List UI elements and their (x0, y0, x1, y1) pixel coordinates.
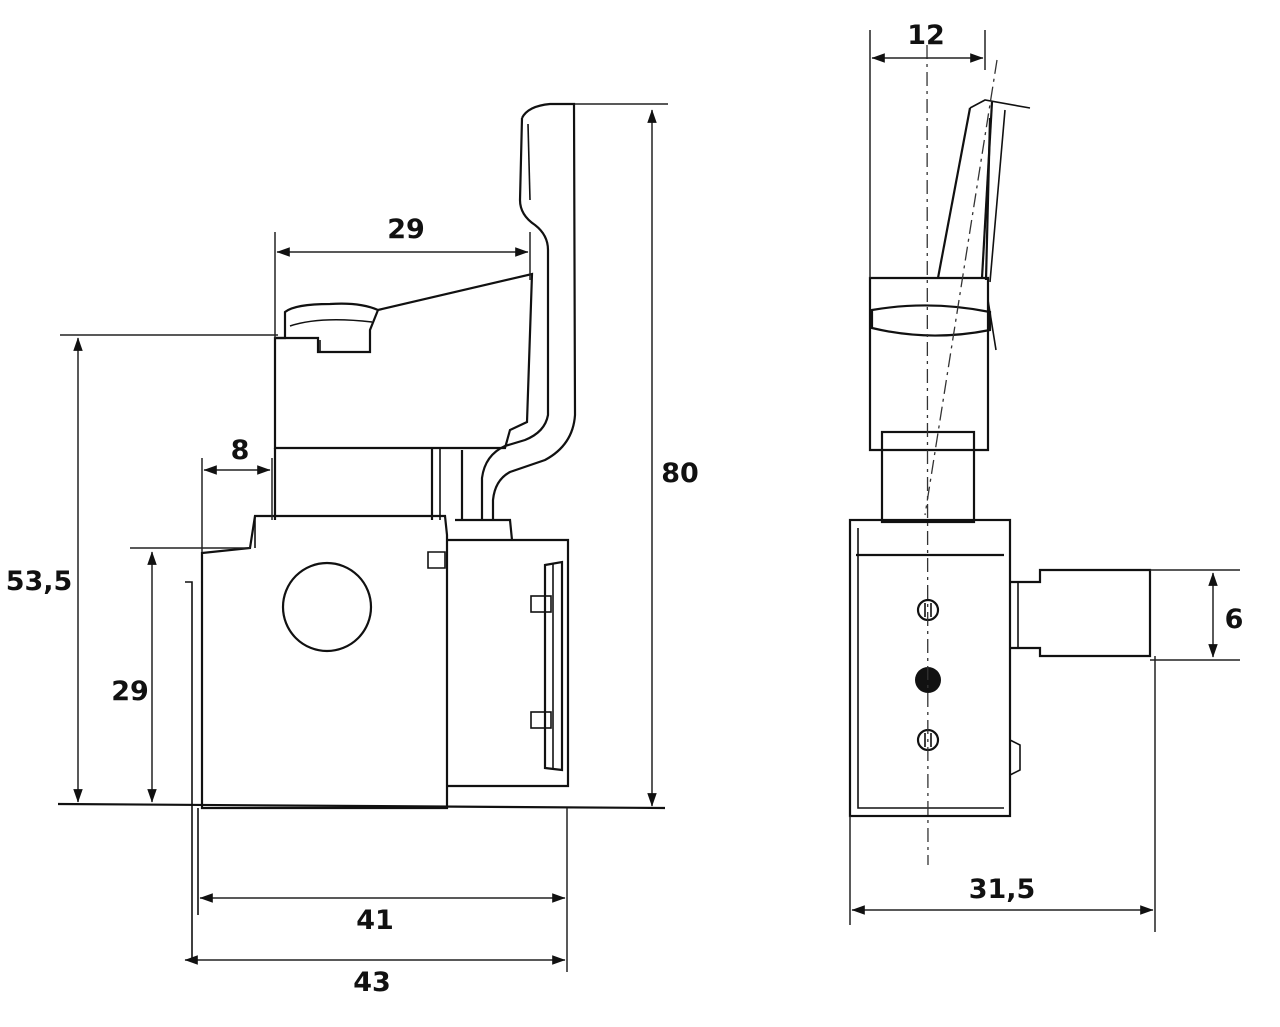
dim-label-front-total-height: 80 (661, 458, 699, 489)
front-trigger-block (273, 272, 534, 450)
side-shaft (1010, 568, 1152, 658)
front-terminal-bottom (530, 711, 552, 729)
side-body (848, 518, 1012, 818)
side-dimension-lines (849, 30, 1240, 932)
front-terminal-block (447, 538, 570, 788)
dim-label-front-body-height: 29 (111, 676, 149, 707)
side-trigger-lever (936, 107, 972, 279)
front-mount-hole (281, 561, 373, 653)
front-extension-lines (60, 103, 668, 972)
dim-label-front-trigger-width: 29 (387, 214, 425, 245)
dim-label-front-side-offset: 8 (231, 435, 250, 466)
dim-label-side-total-width: 31,5 (969, 874, 1036, 905)
dim-label-front-total-width: 43 (353, 967, 391, 998)
front-trigger-lever (491, 102, 577, 520)
front-terminal-top (530, 595, 552, 613)
side-view (848, 44, 1152, 866)
dim-label-front-mid-height: 53,5 (6, 566, 73, 597)
dim-label-side-shaft-diameter: 6 (1225, 604, 1244, 635)
dimension-labels: 29 8 80 53,5 29 41 43 12 6 31,5 (6, 20, 1244, 998)
front-view (57, 102, 666, 960)
front-dimension-lines (73, 109, 657, 965)
side-trigger-head (868, 276, 990, 452)
side-pivot-dot (915, 667, 941, 693)
front-main-body (200, 514, 449, 810)
dim-label-front-body-width: 41 (356, 905, 394, 936)
side-center-line (926, 44, 929, 866)
dim-label-side-trigger-width: 12 (907, 20, 945, 51)
